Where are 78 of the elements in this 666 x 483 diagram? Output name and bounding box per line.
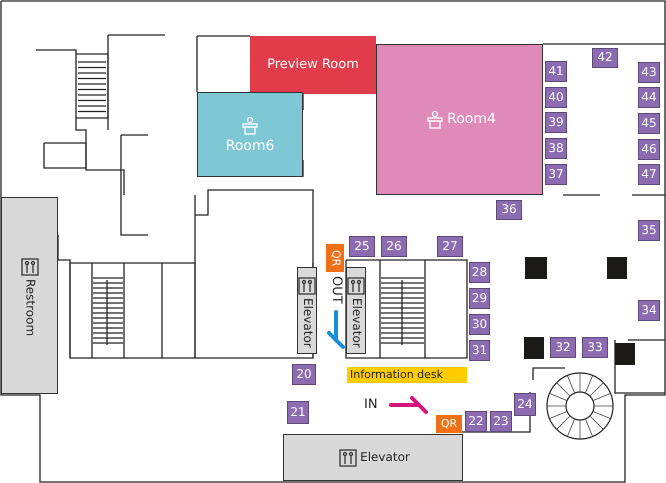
booth bbox=[545, 87, 567, 108]
direction-label: OUT bbox=[328, 276, 344, 304]
booth bbox=[514, 393, 536, 416]
qr-marker bbox=[436, 415, 462, 433]
desk-label: Information desk bbox=[350, 368, 444, 382]
room bbox=[197, 92, 303, 177]
booth-number: 25 bbox=[354, 240, 370, 254]
booth bbox=[638, 164, 660, 185]
qr-label: QR bbox=[328, 250, 342, 266]
room bbox=[376, 44, 543, 195]
booth bbox=[545, 164, 567, 185]
booth-number: 28 bbox=[472, 266, 488, 280]
facility-area bbox=[297, 267, 317, 354]
facility-area bbox=[1, 197, 58, 394]
booth-number: 47 bbox=[641, 168, 657, 182]
booth-number: 42 bbox=[597, 51, 613, 65]
room-name: Restroom bbox=[22, 278, 36, 336]
room-name: Room6 bbox=[226, 138, 274, 155]
booth-number: 36 bbox=[501, 203, 517, 217]
booth-number: 41 bbox=[548, 64, 564, 78]
room-name: Room4 bbox=[447, 111, 496, 128]
booth bbox=[469, 288, 490, 309]
booth bbox=[638, 87, 660, 108]
booth-number: 30 bbox=[472, 318, 488, 332]
booth bbox=[638, 62, 660, 83]
booth bbox=[292, 364, 316, 385]
booth-number: 45 bbox=[641, 116, 657, 130]
booth bbox=[287, 401, 309, 424]
booth bbox=[638, 139, 660, 160]
booth bbox=[490, 411, 512, 432]
booth-number: 38 bbox=[548, 142, 564, 156]
qr-marker bbox=[326, 244, 344, 272]
booth-number: 35 bbox=[641, 224, 657, 238]
booth-number: 21 bbox=[290, 406, 306, 420]
room-name: Elevator bbox=[300, 298, 314, 348]
booth bbox=[496, 200, 522, 220]
facility-area bbox=[346, 267, 366, 354]
booth bbox=[349, 236, 375, 257]
booth-number: 46 bbox=[641, 142, 657, 156]
booth bbox=[437, 236, 463, 257]
booth bbox=[469, 314, 490, 335]
booth bbox=[638, 220, 660, 241]
room-name: Elevator bbox=[360, 450, 410, 464]
booth-number: 40 bbox=[548, 90, 564, 104]
booth bbox=[545, 61, 567, 82]
booth bbox=[545, 112, 567, 133]
booth-number: 27 bbox=[442, 240, 458, 254]
booth-number: 23 bbox=[493, 414, 509, 428]
booth-number: 44 bbox=[641, 90, 657, 104]
booth-number: 32 bbox=[555, 340, 571, 354]
booth-number: 20 bbox=[296, 368, 312, 382]
booth-number: 33 bbox=[587, 340, 603, 354]
booth-number: 37 bbox=[548, 168, 564, 182]
room bbox=[250, 36, 376, 94]
booth-number: 34 bbox=[641, 304, 657, 318]
booth bbox=[545, 138, 567, 159]
booth-number: 39 bbox=[548, 116, 564, 130]
booth bbox=[465, 411, 487, 432]
information-desk bbox=[347, 367, 467, 383]
booth bbox=[381, 236, 407, 257]
booth-number: 22 bbox=[468, 414, 484, 428]
booth bbox=[469, 262, 490, 283]
booth-number: 29 bbox=[472, 292, 488, 306]
booth-number: 24 bbox=[517, 398, 533, 412]
facility-area bbox=[283, 434, 463, 481]
booth-number: 43 bbox=[641, 66, 657, 80]
booth bbox=[582, 337, 608, 358]
room-name: Elevator bbox=[349, 298, 363, 348]
room-name: Preview Room bbox=[267, 58, 359, 72]
booth bbox=[550, 337, 576, 358]
direction-label: IN bbox=[364, 397, 378, 413]
booth bbox=[592, 48, 618, 68]
booth bbox=[469, 340, 490, 361]
booth-number: 31 bbox=[472, 344, 488, 358]
booth bbox=[638, 113, 660, 134]
booth-number: 26 bbox=[386, 240, 402, 254]
booth bbox=[638, 300, 660, 321]
qr-label: QR bbox=[440, 418, 458, 430]
